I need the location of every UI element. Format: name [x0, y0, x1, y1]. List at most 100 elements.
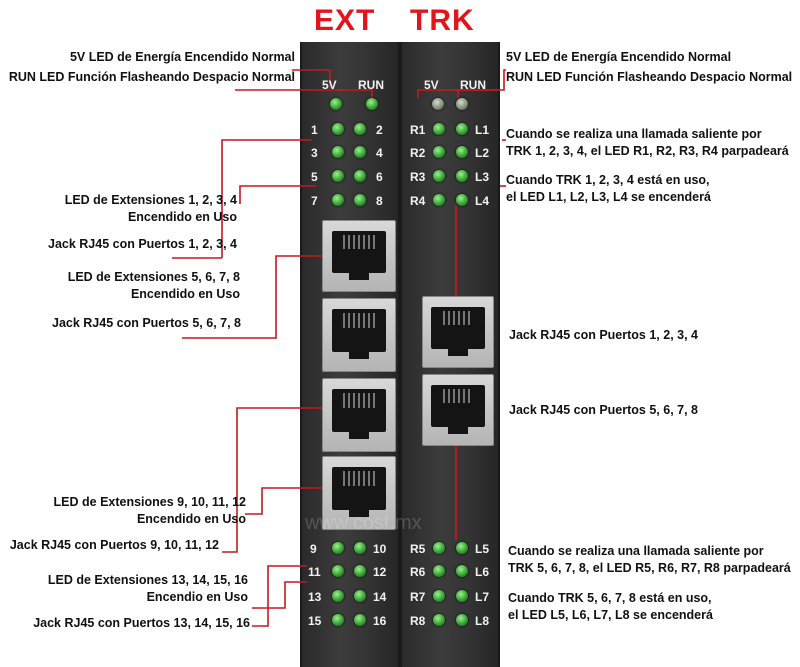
ext-led-8-label: 8 [376, 194, 383, 208]
ext-led-13-label: 13 [308, 590, 321, 604]
trk-led-r6-label: R6 [410, 565, 425, 579]
ext-led-15 [332, 614, 344, 626]
trk-led-r7-label: R7 [410, 590, 425, 604]
trk-led-r1 [433, 123, 445, 135]
label-ext-led-1-4: LED de Extensiones 1, 2, 3, 4 Encendido … [65, 192, 237, 226]
trk-5v-led [432, 98, 444, 110]
ext-5v-led [330, 98, 342, 110]
trk-led-r4-label: R4 [410, 194, 425, 208]
label-ext-led-9-12-line2: Encendido en Uso [54, 511, 246, 528]
ext-led-11-label: 11 [308, 565, 321, 579]
trk-led-r8-label: R8 [410, 614, 425, 628]
ext-run-label: RUN [358, 78, 384, 92]
trk-led-r5 [433, 542, 445, 554]
label-ext-jack-9-12: Jack RJ45 con Puertos 9, 10, 11, 12 [10, 537, 219, 554]
ext-5v-label: 5V [322, 78, 337, 92]
trk-led-r7 [433, 590, 445, 602]
label-ext-5v: 5V LED de Energía Encendido Normal [70, 49, 295, 66]
ext-led-16-label: 16 [373, 614, 386, 628]
trk-led-l8 [456, 614, 468, 626]
label-trk-l1-4: Cuando TRK 1, 2, 3, 4 está en uso, el LE… [506, 172, 711, 206]
label-ext-led-1-4-line1: LED de Extensiones 1, 2, 3, 4 [65, 192, 237, 209]
ext-led-9-label: 9 [310, 542, 317, 556]
label-ext-led-5-8-line1: LED de Extensiones 5, 6, 7, 8 [68, 269, 240, 286]
trk-5v-label: 5V [424, 78, 439, 92]
label-trk-l1-4-line2: el LED L1, L2, L3, L4 se encenderá [506, 189, 711, 206]
label-ext-run: RUN LED Función Flasheando Despacio Norm… [9, 69, 295, 86]
trk-led-r4 [433, 194, 445, 206]
ext-led-12 [354, 565, 366, 577]
trk-led-l7 [456, 590, 468, 602]
label-ext-jack-5-8: Jack RJ45 con Puertos 5, 6, 7, 8 [52, 315, 241, 332]
trk-led-r1-label: R1 [410, 123, 425, 137]
ext-rj45-jack-9-12 [322, 378, 396, 452]
ext-led-6 [354, 170, 366, 182]
ext-led-15-label: 15 [308, 614, 321, 628]
trk-rj45-jack-5-8 [422, 374, 494, 446]
ext-led-10 [354, 542, 366, 554]
ext-led-2-label: 2 [376, 123, 383, 137]
label-trk-l5-8: Cuando TRK 5, 6, 7, 8 está en uso, el LE… [508, 590, 713, 624]
trk-led-l4 [456, 194, 468, 206]
trk-run-label: RUN [460, 78, 486, 92]
label-trk-r5-8-line1: Cuando se realiza una llamada saliente p… [508, 543, 791, 560]
ext-led-3-label: 3 [311, 146, 318, 160]
ext-led-14-label: 14 [373, 590, 386, 604]
label-trk-r5-8: Cuando se realiza una llamada saliente p… [508, 543, 791, 577]
ext-led-7-label: 7 [311, 194, 318, 208]
trk-led-l3-label: L3 [475, 170, 489, 184]
label-trk-r1-4-line1: Cuando se realiza una llamada saliente p… [506, 126, 789, 143]
ext-led-16 [354, 614, 366, 626]
watermark: www.cost.mx [305, 512, 422, 535]
label-trk-l1-4-line1: Cuando TRK 1, 2, 3, 4 está en uso, [506, 172, 711, 189]
label-trk-r1-4-line2: TRK 1, 2, 3, 4, el LED R1, R2, R3, R4 pa… [506, 143, 789, 160]
ext-led-10-label: 10 [373, 542, 386, 556]
trk-run-led [456, 98, 468, 110]
label-ext-led-5-8-line2: Encendido en Uso [68, 286, 240, 303]
label-trk-jack-1-4: Jack RJ45 con Puertos 1, 2, 3, 4 [509, 327, 698, 344]
ext-led-5-label: 5 [311, 170, 318, 184]
trk-led-l2-label: L2 [475, 146, 489, 160]
ext-rj45-jack-5-8 [322, 298, 396, 372]
trk-led-l5-label: L5 [475, 542, 489, 556]
label-trk-l5-8-line2: el LED L5, L6, L7, L8 se encenderá [508, 607, 713, 624]
label-trk-5v: 5V LED de Energía Encendido Normal [506, 49, 731, 66]
ext-led-14 [354, 590, 366, 602]
ext-led-1 [332, 123, 344, 135]
label-ext-led-1-4-line2: Encendido en Uso [65, 209, 237, 226]
label-ext-led-5-8: LED de Extensiones 5, 6, 7, 8 Encendido … [68, 269, 240, 303]
label-trk-run: RUN LED Función Flasheando Despacio Norm… [506, 69, 792, 86]
label-trk-r5-8-line2: TRK 5, 6, 7, 8, el LED R5, R6, R7, R8 pa… [508, 560, 791, 577]
trk-led-l2 [456, 146, 468, 158]
label-ext-led-9-12: LED de Extensiones 9, 10, 11, 12 Encendi… [54, 494, 246, 528]
trk-led-r2-label: R2 [410, 146, 425, 160]
trk-led-r3-label: R3 [410, 170, 425, 184]
label-ext-jack-13-16: Jack RJ45 con Puertos 13, 14, 15, 16 [33, 615, 250, 632]
ext-led-1-label: 1 [311, 123, 318, 137]
trk-led-r8 [433, 614, 445, 626]
label-ext-jack-1-4: Jack RJ45 con Puertos 1, 2, 3, 4 [48, 236, 237, 253]
label-trk-jack-5-8: Jack RJ45 con Puertos 5, 6, 7, 8 [509, 402, 698, 419]
trk-led-l4-label: L4 [475, 194, 489, 208]
trk-led-r3 [433, 170, 445, 182]
ext-led-4 [354, 146, 366, 158]
trk-led-l1 [456, 123, 468, 135]
label-ext-led-9-12-line1: LED de Extensiones 9, 10, 11, 12 [54, 494, 246, 511]
ext-led-2 [354, 123, 366, 135]
trk-led-l5 [456, 542, 468, 554]
trk-led-l7-label: L7 [475, 590, 489, 604]
ext-led-3 [332, 146, 344, 158]
ext-led-7 [332, 194, 344, 206]
ext-led-4-label: 4 [376, 146, 383, 160]
ext-led-5 [332, 170, 344, 182]
trk-led-l1-label: L1 [475, 123, 489, 137]
ext-led-12-label: 12 [373, 565, 386, 579]
label-ext-led-13-16-line1: LED de Extensiones 13, 14, 15, 16 [48, 572, 248, 589]
ext-led-11 [332, 565, 344, 577]
ext-led-8 [354, 194, 366, 206]
trk-led-l6 [456, 565, 468, 577]
ext-led-13 [332, 590, 344, 602]
trk-led-l3 [456, 170, 468, 182]
trk-led-r5-label: R5 [410, 542, 425, 556]
trk-led-l8-label: L8 [475, 614, 489, 628]
